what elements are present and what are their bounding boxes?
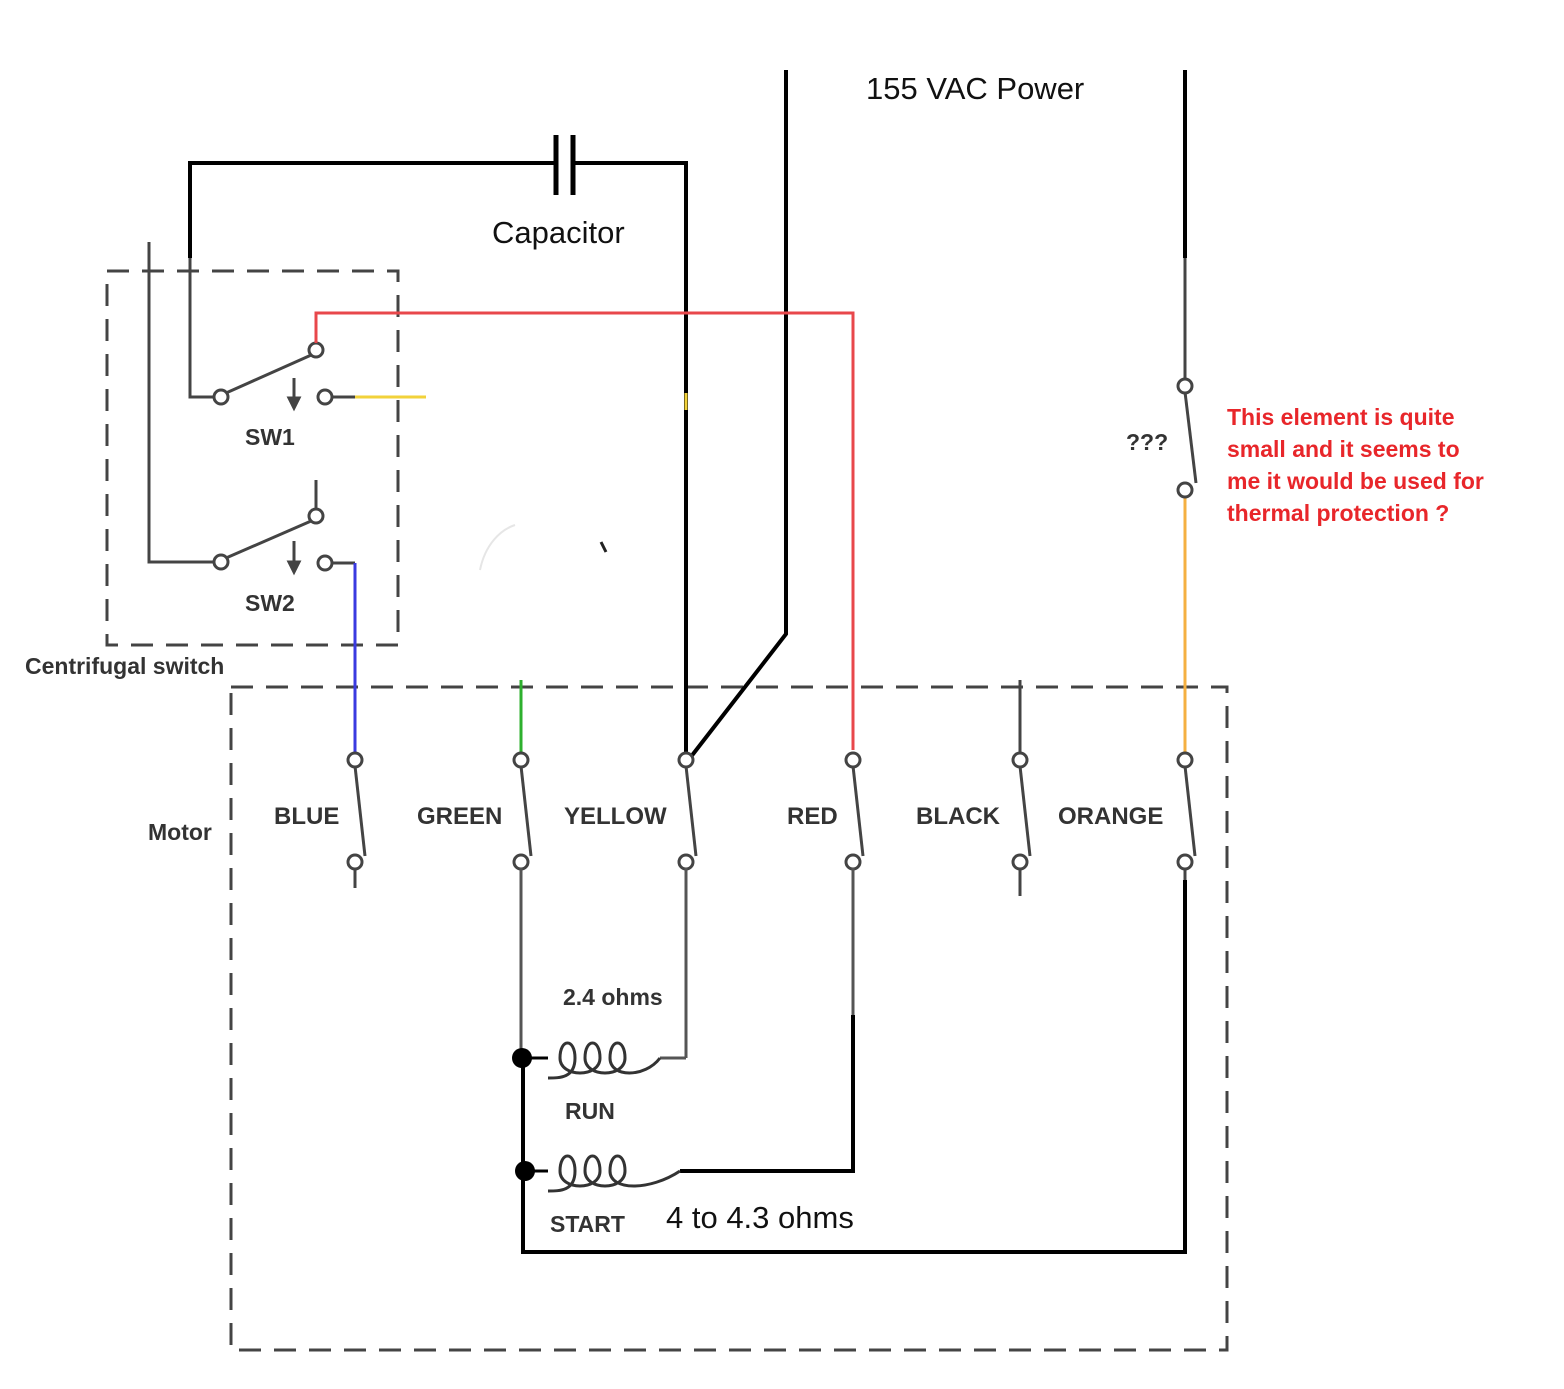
run-coil [547,1041,662,1080]
power-label: 155 VAC Power [866,71,1084,106]
start-label: START [550,1211,625,1237]
power-line-left [688,70,788,760]
unknown-element-label: ??? [1126,429,1168,455]
note-line: small and it seems to [1227,436,1460,462]
note-line: me it would be used for [1227,468,1484,494]
terminal-contact [512,751,530,769]
run-resistance-label: 2.4 ohms [563,984,663,1010]
terminal-contact [677,751,695,769]
sw2-label: SW2 [245,590,295,616]
motor-enclosure [229,685,1229,1352]
terminal-contact [346,853,364,871]
junction-dot [515,1161,535,1181]
motor-label: Motor [148,819,212,845]
terminal-contact [844,853,862,871]
run-label: RUN [565,1098,615,1124]
terminal-label-green: GREEN [417,803,502,830]
start-coil [547,1154,681,1193]
terminal-label-black: BLACK [916,803,1001,830]
terminal-blue [346,751,367,888]
terminal-contact [512,853,530,871]
sw1-label: SW1 [245,424,295,450]
terminal-label-orange: ORANGE [1058,803,1163,830]
terminal-green [512,751,533,871]
terminal-black [1011,751,1032,896]
terminal-label-blue: BLUE [274,803,339,830]
centrifugal-switch-enclosure [105,269,400,647]
centrifugal-switch-label: Centrifugal switch [25,653,224,679]
terminal-contact [1176,751,1194,769]
start-resistance-label: 4 to 4.3 ohms [666,1200,854,1235]
thermal-element [1176,377,1198,499]
terminal-contact [677,853,695,871]
power-lines [688,70,1187,760]
terminal-contact [1011,853,1029,871]
motor-internal-wiring [512,868,1187,1254]
capacitor-circuit [188,135,688,754]
motor-terminals [346,751,1197,896]
colored-wires [314,311,1187,752]
terminal-label-yellow: YELLOW [564,803,667,830]
capacitor-label: Capacitor [492,215,625,250]
faint-artifact [599,541,608,553]
terminal-contact [1011,751,1029,769]
terminal-red [844,751,865,871]
switch-contacts [212,341,334,572]
junction-dot [512,1048,532,1068]
terminal-yellow [677,751,698,871]
faint-artifact [479,524,516,571]
note-line: thermal protection ? [1227,500,1449,526]
terminal-orange [1176,751,1197,880]
terminal-contact [346,751,364,769]
terminal-label-red: RED [787,803,838,830]
red-wire [314,311,855,750]
note-line: This element is quite [1227,404,1455,430]
thermal-protection-note: This element is quite small and it seems… [1227,404,1484,526]
terminal-contact [844,751,862,769]
centrifugal-switch-wiring [147,242,355,576]
terminal-contact [1176,853,1194,871]
